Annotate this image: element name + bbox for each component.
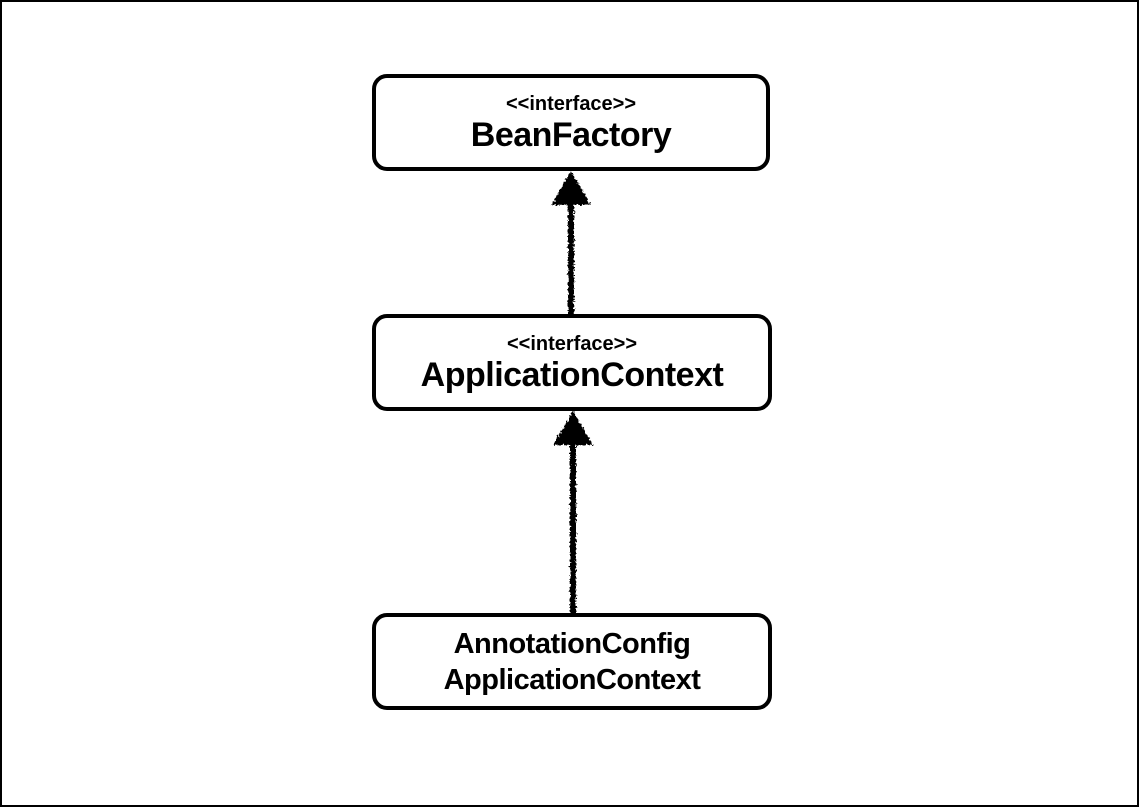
node-bean-factory: <<interface>> BeanFactory [372, 74, 770, 171]
node-annotation-config-name-line1: AnnotationConfig [453, 627, 691, 660]
inheritance-arrow-applicationcontext-to-beanfactory [551, 171, 591, 315]
node-application-context-name: ApplicationContext [420, 355, 724, 394]
node-application-context: <<interface>> ApplicationContext [372, 314, 772, 411]
node-application-context-stereotype: <<interface>> [506, 332, 638, 355]
node-bean-factory-name: BeanFactory [470, 115, 672, 154]
inheritance-arrow-annotationconfig-to-applicationcontext [553, 411, 593, 614]
node-annotation-config-application-context: AnnotationConfig ApplicationContext [372, 613, 772, 710]
node-annotation-config-name-line2: ApplicationContext [443, 663, 701, 696]
node-bean-factory-stereotype: <<interface>> [505, 92, 637, 115]
